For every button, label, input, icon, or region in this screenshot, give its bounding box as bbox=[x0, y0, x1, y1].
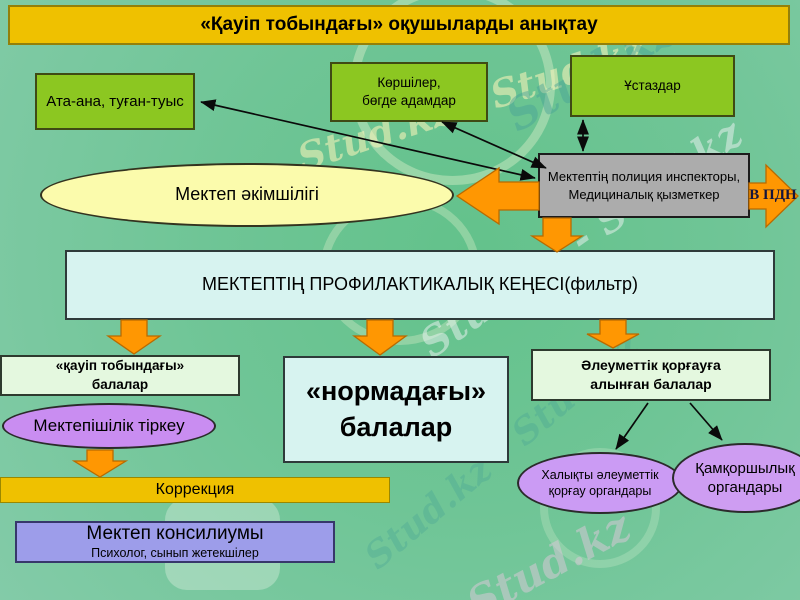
watermark-text: Stud.kz bbox=[458, 501, 639, 600]
arrow-police-to-council bbox=[529, 217, 585, 253]
arrow-register-to-correction bbox=[71, 449, 129, 478]
node-parents-relatives: Ата-ана, туған-туыс bbox=[35, 73, 195, 130]
node-label: Ата-ана, туған-туыс bbox=[46, 92, 184, 110]
node-label: қорғау органдары bbox=[548, 484, 652, 498]
node-risk-group-children: «қауіп тобындағы» балалар bbox=[0, 355, 240, 396]
node-label: алынған балалар bbox=[590, 376, 712, 392]
node-label: Медициналық қызметкер bbox=[568, 186, 720, 202]
arrow-police-to-administration bbox=[455, 166, 540, 226]
node-inschool-registration: Мектепішілік тіркеу bbox=[2, 403, 216, 449]
node-label: Көршілер, bbox=[377, 75, 441, 91]
node-label: Мектеп әкімшілігі bbox=[175, 184, 319, 205]
node-label: Коррекция bbox=[155, 480, 235, 498]
arrow-social-to-guardorg bbox=[689, 402, 723, 441]
node-label: бөгде адамдар bbox=[362, 93, 456, 108]
node-neighbors-strangers: Көршілер, бөгде адамдар bbox=[330, 62, 488, 122]
node-label: балалар bbox=[339, 411, 453, 442]
slide-title-bar: «Қауіп тобындағы» оқушыларды анықтау bbox=[8, 5, 790, 45]
node-social-protection-bodies: Халықты әлеуметтік қорғау органдары bbox=[517, 452, 683, 514]
node-normal-children: «нормадағы» балалар bbox=[283, 356, 509, 463]
node-teachers: Ұстаздар bbox=[570, 55, 735, 117]
node-label: «қауіп тобындағы» bbox=[55, 358, 185, 374]
node-correction-bar: Коррекция bbox=[0, 477, 390, 503]
node-prevention-council: МЕКТЕПТІҢ ПРОФИЛАКТИКАЛЫҚ КЕҢЕСІ(фильтр) bbox=[65, 250, 775, 320]
node-sublabel: Психолог, сынып жетекшілер bbox=[91, 545, 259, 560]
arrow-council-to-risk bbox=[105, 319, 163, 355]
node-social-protection-children: Әлеуметтік қорғауға алынған балалар bbox=[531, 349, 771, 401]
watermark-text: Stud.kz - Stud.kz bbox=[411, 109, 751, 368]
node-police-medical: Мектептің полиция инспекторы, Медициналы… bbox=[538, 153, 750, 218]
node-label: Ұстаздар bbox=[624, 78, 681, 94]
node-label: Мектепішілік тіркеу bbox=[33, 415, 185, 435]
node-label: «нормадағы» bbox=[305, 376, 487, 407]
node-label: Мектеп консилиумы bbox=[86, 523, 264, 545]
arrow-social-to-socorg bbox=[615, 402, 649, 450]
arrow-council-to-social bbox=[586, 319, 640, 349]
node-label: органдары bbox=[707, 479, 783, 496]
node-label: Халықты әлеуметтік bbox=[541, 467, 659, 482]
slide-title: «Қауіп тобындағы» оқушыларды анықтау bbox=[200, 13, 598, 35]
node-label: Әлеуметтік қорғауға bbox=[581, 357, 721, 374]
node-label: Мектептің полиция инспекторы, bbox=[547, 168, 741, 184]
arrow-council-to-normal bbox=[352, 319, 408, 356]
node-label: МЕКТЕПТІҢ ПРОФИЛАКТИКАЛЫҚ КЕҢЕСІ(фильтр) bbox=[201, 274, 639, 295]
node-label: Қамқоршылық bbox=[695, 459, 795, 477]
pdn-label: В ПДН bbox=[749, 187, 797, 203]
node-school-administration: Мектеп әкімшілігі bbox=[40, 163, 454, 227]
node-guardianship-bodies: Қамқоршылық органдары bbox=[672, 443, 800, 513]
node-school-consilium: Мектеп консилиумы Психолог, сынып жетекш… bbox=[15, 521, 335, 563]
arrow-police-neighbors bbox=[441, 121, 547, 169]
node-label: балалар bbox=[91, 376, 149, 392]
